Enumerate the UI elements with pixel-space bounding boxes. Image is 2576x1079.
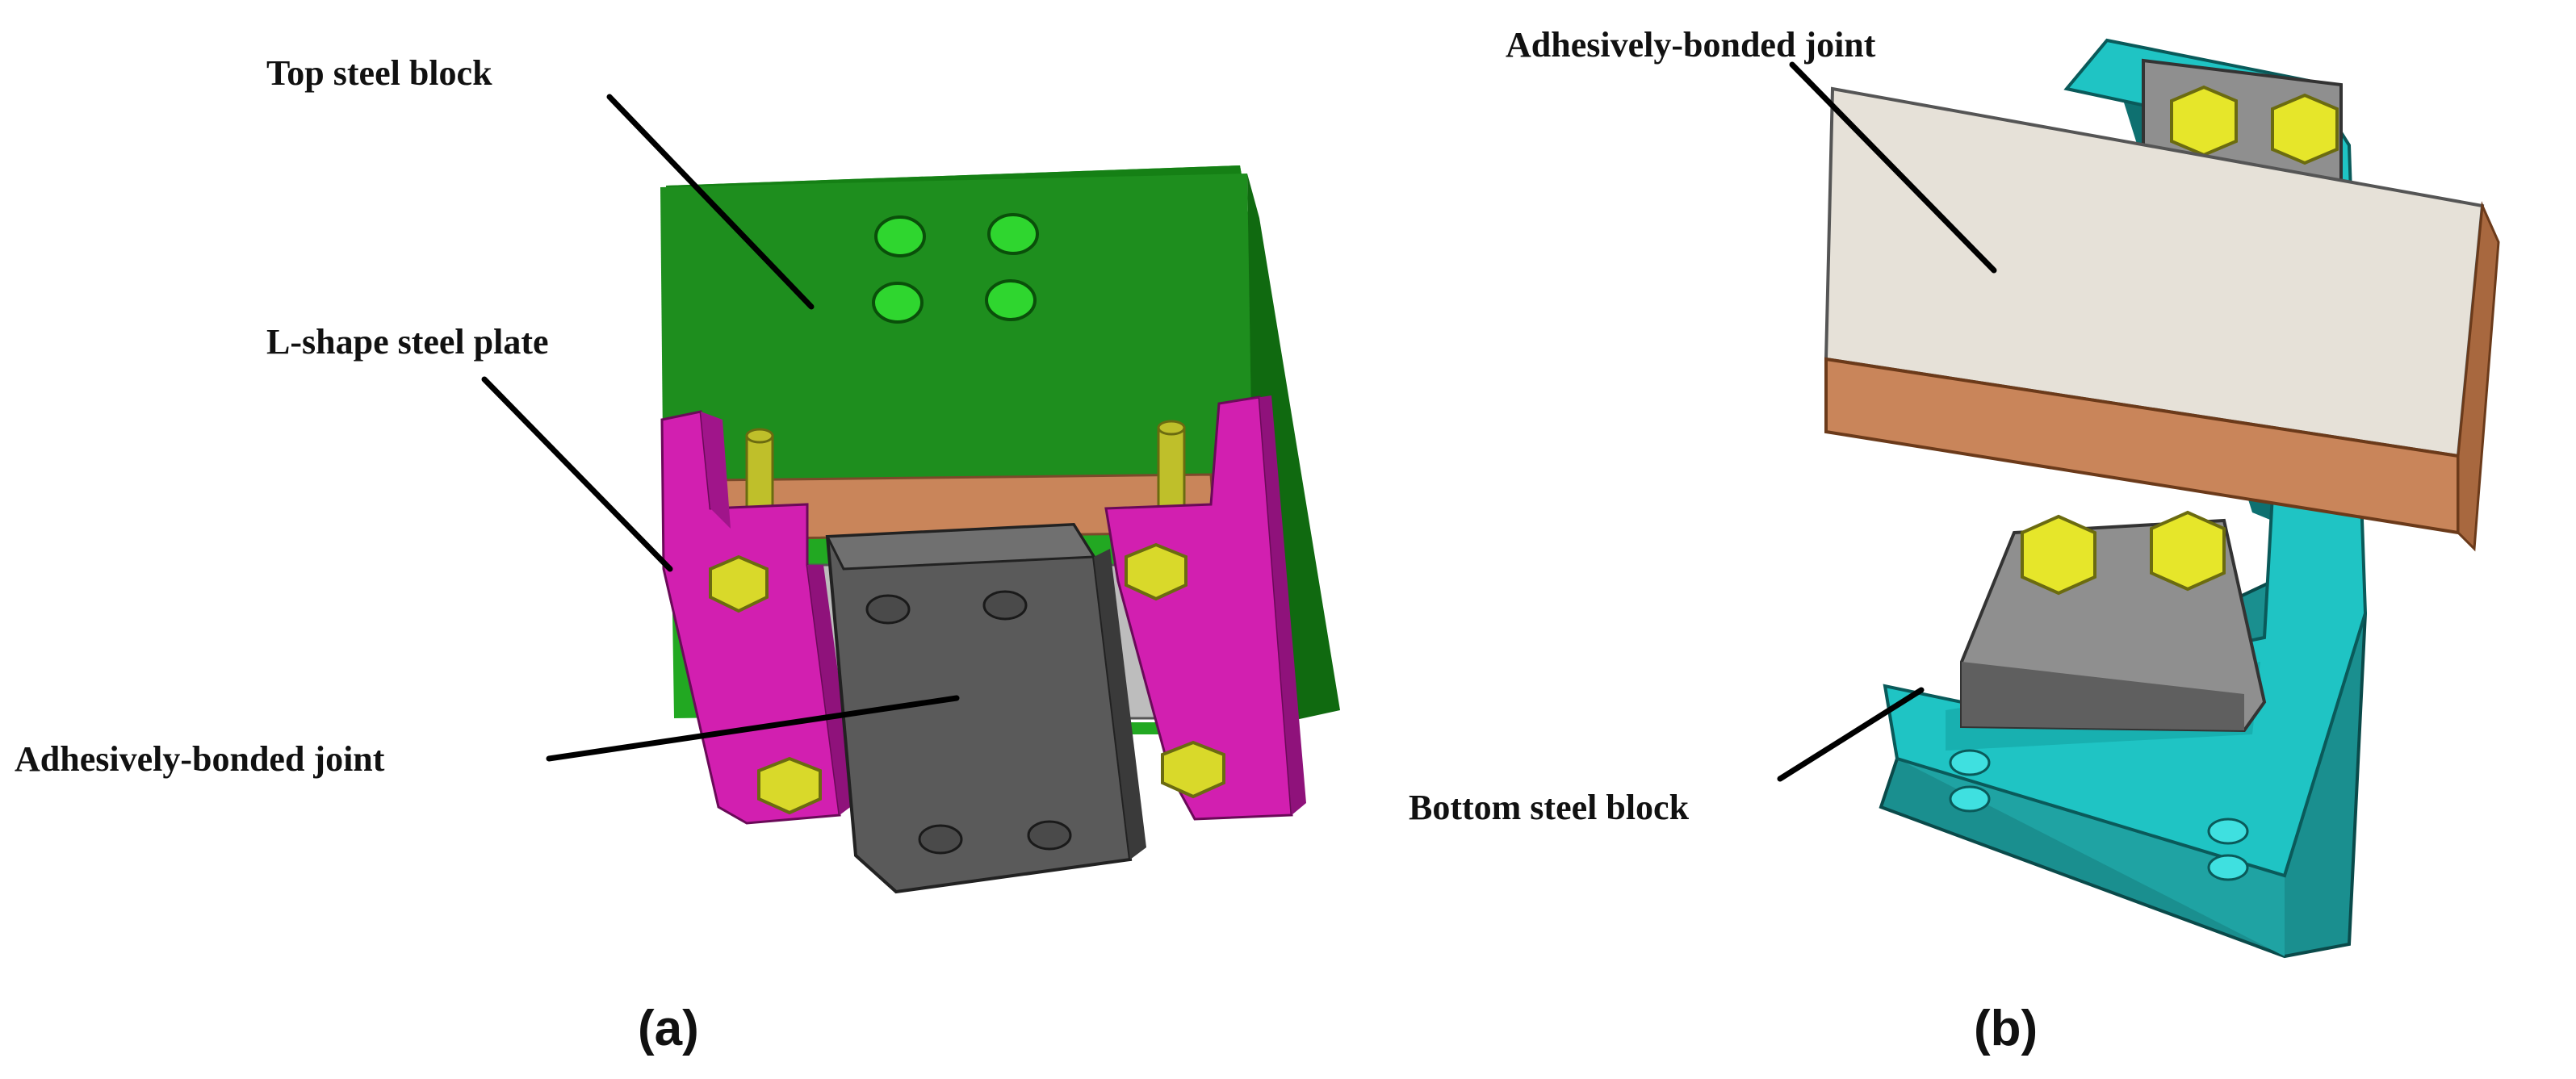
hex-bolt — [1161, 740, 1225, 799]
adhesively-bonded-joint-block — [1824, 86, 2500, 552]
lower-adherend-plate — [1960, 510, 2267, 733]
panel-label-a: (a) — [638, 1001, 699, 1056]
adherend-plate — [825, 522, 1146, 894]
panel-b: Adhesively-bonded joint Bottom steel blo… — [1409, 25, 2500, 1056]
bolt-hole — [1949, 749, 1991, 776]
bolt-hole — [874, 215, 926, 257]
l-shape-plate-right — [1104, 395, 1306, 821]
callout-bottom-steel-block: Bottom steel block — [1409, 788, 1690, 827]
bolt-hole — [985, 279, 1037, 321]
hex-bolt — [2021, 514, 2096, 596]
hex-bolt — [2170, 85, 2238, 157]
leader-bottom-block — [1777, 687, 1925, 782]
bolt-hole — [865, 594, 911, 625]
hex-bolts-a — [709, 542, 1225, 815]
leader-top-block — [606, 94, 815, 310]
bolt-hole — [982, 590, 1028, 621]
leader-joint-a — [546, 695, 960, 762]
hex-bolt — [709, 554, 769, 613]
leader-joint-b — [1789, 61, 1997, 274]
bolt-hole — [2207, 854, 2249, 881]
bolt-hole — [872, 282, 924, 324]
bolt-hole — [1949, 785, 1991, 813]
callout-top-steel-block: Top steel block — [266, 53, 492, 93]
bolt-hole — [987, 213, 1039, 255]
hex-bolt — [1125, 542, 1187, 601]
callout-adhesively-bonded-joint-b: Adhesively-bonded joint — [1506, 25, 1876, 65]
callout-l-shape-steel-plate: L-shape steel plate — [266, 322, 549, 362]
hex-bolt — [2271, 93, 2339, 165]
callout-adhesively-bonded-joint-a: Adhesively-bonded joint — [15, 739, 385, 779]
upper-adherend-plate — [2142, 58, 2343, 184]
leader-l-plate — [481, 376, 673, 572]
panel-label-b: (b) — [1974, 1001, 2038, 1056]
bolt-hole — [2207, 818, 2249, 845]
bolt-hole — [1027, 820, 1072, 851]
hex-bolt — [2150, 510, 2226, 592]
bolt-hole — [918, 824, 963, 855]
panel-a: Top steel block L-shape steel plate Adhe… — [15, 53, 1340, 1056]
hex-bolt — [757, 756, 822, 815]
